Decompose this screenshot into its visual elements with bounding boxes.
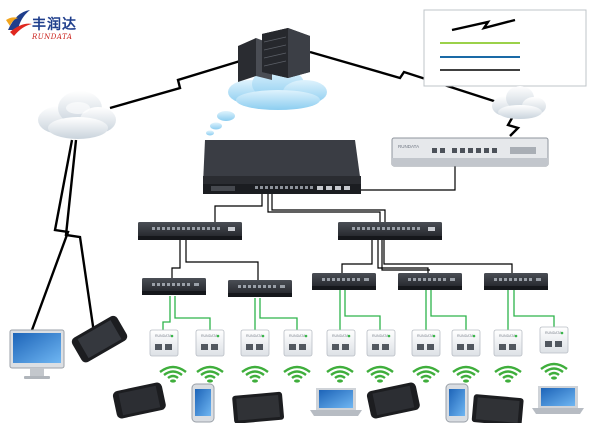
- wifi-signal-3: [240, 365, 270, 384]
- wifi-signal-icon: [158, 362, 569, 384]
- wifi-signal-5: [325, 365, 355, 384]
- access-point-5: [326, 329, 356, 357]
- link-dist-a2: [185, 238, 259, 280]
- access-switch-3: [312, 273, 376, 290]
- internet-cloud-right: [492, 86, 546, 119]
- router-label: RUNDATA: [398, 144, 419, 149]
- wifi-signal-6: [365, 365, 395, 384]
- legend-wan-swatch: [451, 18, 516, 32]
- wifi-signal-8: [451, 365, 481, 384]
- tablet-icon: [232, 391, 285, 423]
- distribution-switch-left: [138, 222, 242, 240]
- link-ap8: [430, 290, 467, 330]
- link-dist-a3: [341, 238, 373, 274]
- brand-logo: 丰润达 RUNDATA: [32, 14, 77, 41]
- wan-link-cloud-to-server: [109, 56, 251, 110]
- lan-links-black: [171, 162, 513, 280]
- core-switch: [203, 140, 361, 194]
- link-ap10: [513, 290, 555, 330]
- access-switch-4: [398, 273, 462, 290]
- smartphone-icon: [112, 381, 167, 420]
- server-rack-icon: [238, 28, 310, 82]
- access-point-4: [283, 329, 313, 357]
- wifi-signal-10: [539, 362, 569, 381]
- link-core-dist-right: [267, 192, 381, 222]
- wifi-signal-7: [411, 365, 441, 384]
- access-switch-5: [484, 273, 548, 290]
- distribution-switch-right: [338, 222, 442, 240]
- access-switch-1: [142, 278, 206, 295]
- wifi-signal-4: [282, 365, 312, 384]
- wan-link-server-to-cloud: [309, 50, 501, 105]
- access-point-6: [366, 329, 396, 357]
- access-point-1: [149, 329, 179, 357]
- access-point-2: [195, 329, 225, 357]
- access-point-9: [493, 329, 523, 357]
- link-core-dist-left: [214, 192, 263, 222]
- internet-cloud-left: [38, 91, 116, 139]
- wall-access-point-icon: [149, 326, 569, 357]
- smartphone-icon: [71, 315, 128, 363]
- tablet-icon: [471, 394, 524, 423]
- wan-link-cloud-to-router: [506, 117, 521, 137]
- access-switch-2: [228, 280, 292, 297]
- link-dist-a5: [383, 238, 513, 274]
- wifi-signal-9: [493, 365, 523, 384]
- link-dist-a4: [377, 238, 429, 274]
- client-devices: [112, 381, 584, 423]
- brand-name-english: RUNDATA: [32, 33, 73, 41]
- wireless-link-phone: [64, 139, 96, 334]
- smartphone-icon: [191, 383, 215, 423]
- legend: [423, 9, 587, 87]
- access-point-7: [411, 329, 441, 357]
- smartphone-icon: [366, 381, 421, 420]
- router-icon: RUNDATA: [391, 137, 549, 167]
- desktop-computer-icon: [9, 329, 65, 379]
- smartphone-icon: [445, 383, 469, 423]
- laptop-icon: [310, 388, 362, 416]
- link-ap4: [259, 298, 298, 330]
- access-point-8: [451, 329, 481, 357]
- link-dist-a4b: [381, 238, 430, 271]
- wifi-signal-2: [195, 365, 225, 384]
- access-point-3: [240, 329, 270, 357]
- laptop-icon: [532, 386, 584, 414]
- wireless-link-desktop: [30, 139, 74, 331]
- link-ap2: [174, 296, 211, 330]
- wan-links: [30, 50, 521, 334]
- link-core-dist-right-b: [271, 192, 386, 222]
- link-ap1: [162, 296, 171, 330]
- brand-name-chinese: 丰润达: [32, 17, 77, 33]
- wifi-signal-1: [158, 365, 188, 384]
- rundata-logo-icon: [6, 10, 32, 36]
- link-dist-a1: [171, 238, 181, 278]
- lan-links-green: [162, 290, 555, 330]
- link-ap6: [344, 290, 381, 330]
- access-point-10: [539, 326, 569, 354]
